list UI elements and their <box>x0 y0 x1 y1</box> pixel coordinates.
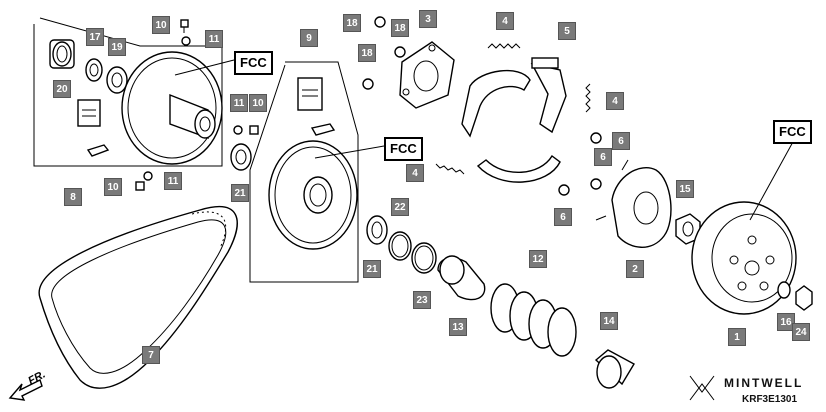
fcc-leader-1 <box>174 59 235 76</box>
fcc-leader-3 <box>749 139 795 221</box>
ring-22 <box>388 231 412 261</box>
clutch-outer-drum <box>691 201 797 315</box>
callout-15: 15 <box>676 180 694 198</box>
spring-4-right <box>585 83 591 113</box>
nut-6-c <box>558 184 570 196</box>
callout-10: 10 <box>249 94 267 112</box>
nut-24 <box>795 285 813 311</box>
drive-plate <box>595 159 672 248</box>
ring-23 <box>411 242 437 274</box>
oil-seal-part <box>85 58 103 82</box>
callout-5: 5 <box>558 22 576 40</box>
driven-pulley-face <box>77 51 223 165</box>
nut-18-c <box>362 78 374 90</box>
nut-18-a <box>374 16 386 28</box>
fcc-label: FCC <box>234 51 273 75</box>
callout-4: 4 <box>406 164 424 182</box>
callout-18: 18 <box>343 14 361 32</box>
callout-9: 9 <box>300 29 318 47</box>
callout-23: 23 <box>413 291 431 309</box>
spring-12 <box>490 283 577 357</box>
movable-pulley-face <box>268 77 358 250</box>
callout-20: 20 <box>53 80 71 98</box>
callout-6: 6 <box>554 208 572 226</box>
bolt-10-11-low <box>135 171 153 191</box>
callout-18: 18 <box>391 19 409 37</box>
fcc-leader-2 <box>314 145 385 159</box>
group-9-outline <box>249 61 359 283</box>
callout-2: 2 <box>626 260 644 278</box>
bolt-10-11-top <box>180 19 191 46</box>
spring-4-top <box>487 43 521 49</box>
nut-6-a <box>590 132 602 144</box>
fcc-label: FCC <box>773 120 812 144</box>
brand-logo-icon <box>689 375 715 401</box>
callout-10: 10 <box>104 178 122 196</box>
front-arrow-icon <box>8 379 43 401</box>
ball-bearing-part <box>106 66 128 94</box>
nut-15 <box>675 213 701 245</box>
callout-6: 6 <box>612 132 630 150</box>
callout-19: 19 <box>108 38 126 56</box>
callout-3: 3 <box>419 10 437 28</box>
clutch-shoes <box>461 57 567 183</box>
needle-bearing-part <box>49 39 75 69</box>
clutch-plate <box>399 41 455 109</box>
drive-belt <box>38 205 238 389</box>
nut-18-b <box>394 46 406 58</box>
callout-17: 17 <box>86 28 104 46</box>
brand-name: MINTWELL <box>724 376 804 390</box>
collar-13 <box>437 255 486 301</box>
callout-24: 24 <box>792 323 810 341</box>
seal-21-upper <box>230 143 252 171</box>
fcc-label: FCC <box>384 137 423 161</box>
sleeve-14 <box>594 349 635 389</box>
callout-11: 11 <box>230 94 248 112</box>
callout-7: 7 <box>142 346 160 364</box>
callout-10: 10 <box>152 16 170 34</box>
callout-21: 21 <box>363 260 381 278</box>
callout-8: 8 <box>64 188 82 206</box>
callout-4: 4 <box>606 92 624 110</box>
seal-21-lower <box>366 215 388 245</box>
bolt-10-11-mid <box>233 125 259 135</box>
callout-4: 4 <box>496 12 514 30</box>
nut-6-b <box>590 178 602 190</box>
callout-18: 18 <box>358 44 376 62</box>
callout-21: 21 <box>231 184 249 202</box>
callout-13: 13 <box>449 318 467 336</box>
callout-12: 12 <box>529 250 547 268</box>
washer-16 <box>777 281 791 299</box>
callout-1: 1 <box>728 328 746 346</box>
callout-14: 14 <box>600 312 618 330</box>
spring-4-left <box>435 163 465 175</box>
callout-16: 16 <box>777 313 795 331</box>
callout-11: 11 <box>164 172 182 190</box>
diagram-code: KRF3E1301 <box>742 394 798 405</box>
callout-6: 6 <box>594 148 612 166</box>
callout-22: 22 <box>391 198 409 216</box>
callout-11: 11 <box>205 30 223 48</box>
